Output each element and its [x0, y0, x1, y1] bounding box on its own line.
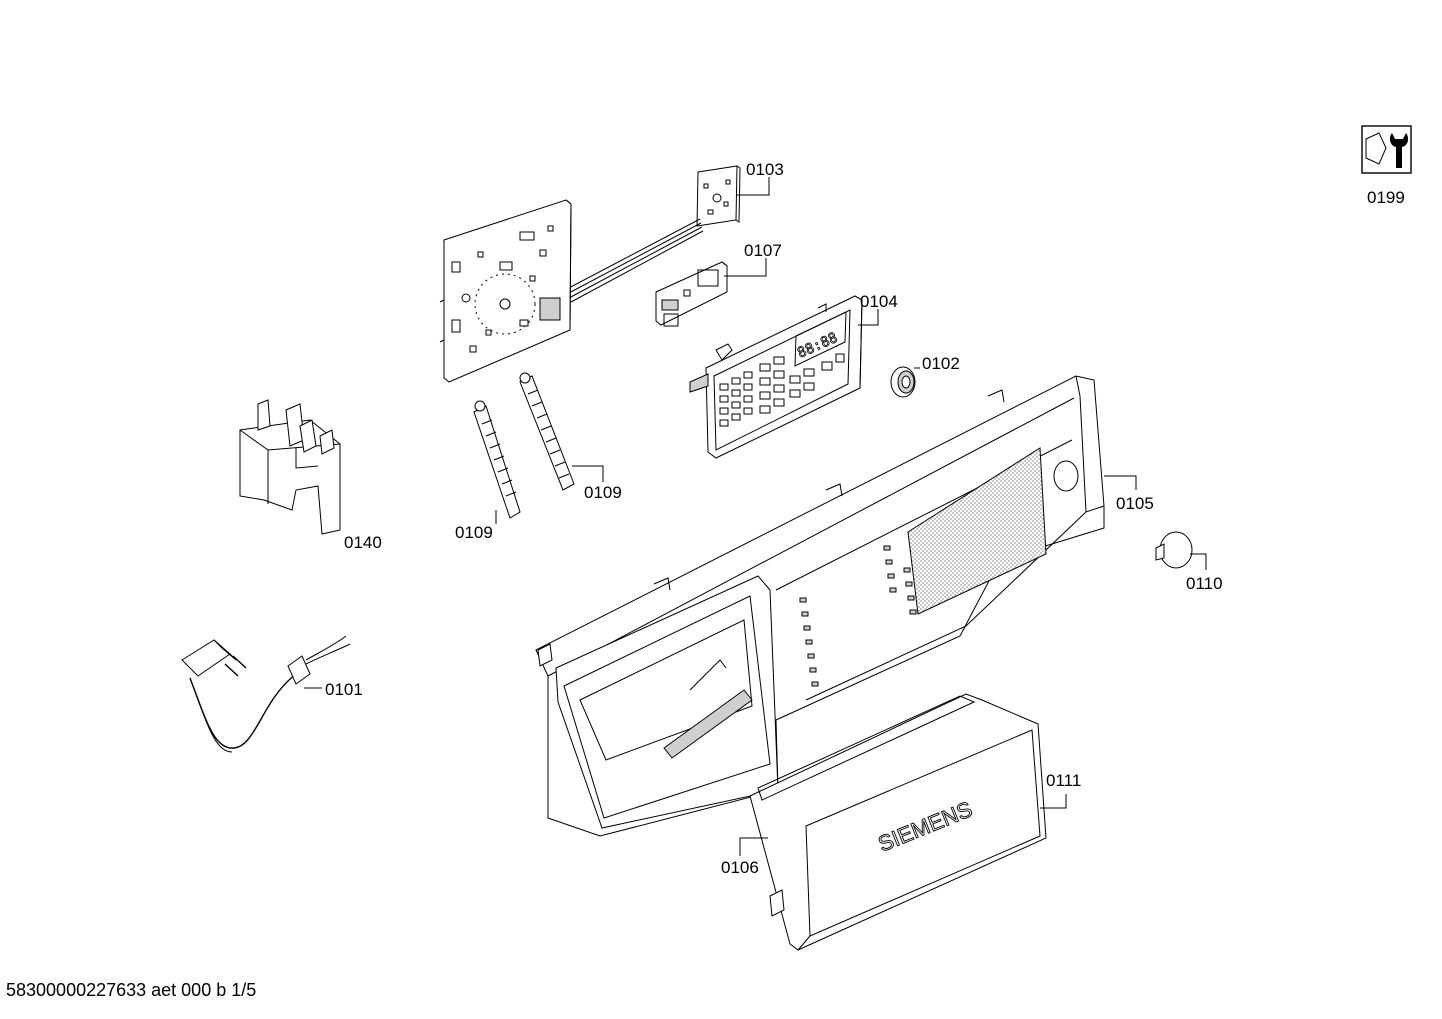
- leader-0103: [736, 177, 770, 196]
- part-label-0101: 0101: [325, 680, 363, 699]
- part-label-0199: 0199: [1367, 188, 1405, 207]
- part-0109-light-guide-left: [473, 400, 521, 519]
- ribbon-cable: [564, 218, 704, 303]
- part-0105-control-panel: [535, 375, 1105, 837]
- leader-0109-right: [572, 465, 604, 482]
- part-0140-filter-box: [239, 399, 341, 535]
- part-label-0140: 0140: [344, 533, 382, 552]
- part-0103-small-board: [696, 165, 741, 227]
- part-label-0102: 0102: [922, 354, 960, 373]
- part-label-0109-right: 0109: [584, 483, 622, 502]
- leader-0106: [739, 837, 768, 856]
- main-control-board: [439, 199, 572, 383]
- part-0109-light-guide-right: [519, 372, 575, 491]
- part-label-0111: 0111: [1046, 771, 1081, 790]
- document-footer: 58300000227633 aet 000 b 1/5: [6, 980, 257, 1000]
- wrench-nut-icon: [1361, 125, 1412, 174]
- part-label-0103: 0103: [746, 160, 784, 179]
- leader-0105: [1104, 475, 1137, 490]
- part-label-0110: 0110: [1186, 574, 1223, 593]
- part-label-0106: 0106: [721, 858, 759, 877]
- part-0101-power-cable: [181, 635, 351, 753]
- part-0110-knob: [1155, 531, 1193, 569]
- leader-0107: [724, 258, 767, 277]
- leader-0110: [1190, 553, 1207, 570]
- leader-0104: [858, 309, 879, 326]
- part-0107-extension-board: [655, 261, 728, 327]
- part-label-0104: 0104: [860, 292, 898, 311]
- part-0104-display-module: 88:88: [689, 295, 863, 459]
- part-0111-drawer-front: SIEMENS: [749, 693, 1047, 951]
- part-label-0109-left: 0109: [455, 523, 493, 542]
- part-label-0105: 0105: [1116, 494, 1154, 513]
- leader-0111: [1040, 794, 1067, 809]
- part-label-0107: 0107: [744, 241, 782, 260]
- part-0102-knob-ring: [890, 366, 916, 398]
